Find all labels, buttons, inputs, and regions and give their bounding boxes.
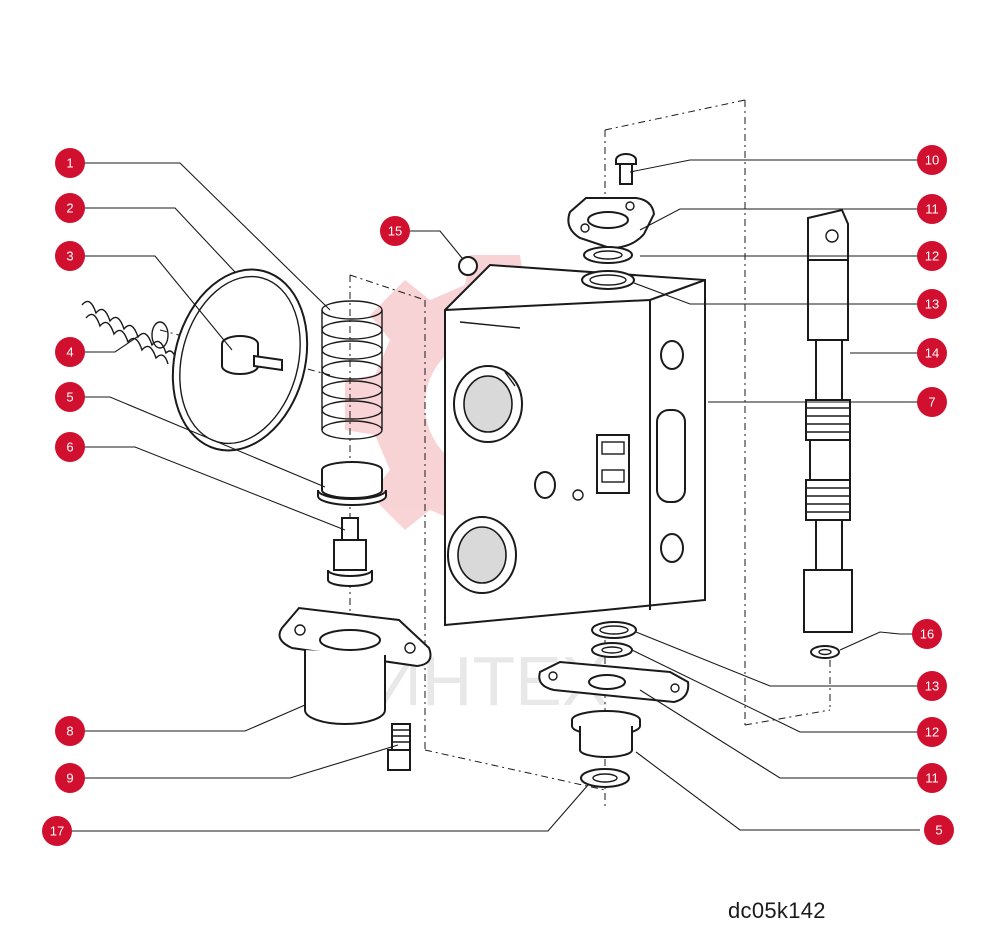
callout-marker bbox=[55, 241, 85, 271]
part-17-washer bbox=[580, 768, 630, 788]
callout-marker bbox=[917, 387, 947, 417]
callout-12: 12 bbox=[917, 241, 947, 271]
callout-8: 8 bbox=[55, 716, 85, 746]
callout-label: 13 bbox=[925, 297, 939, 312]
callout-marker bbox=[917, 763, 947, 793]
part-12-washer-upper bbox=[583, 246, 633, 264]
part-16-washer bbox=[810, 645, 840, 659]
callout-marker bbox=[917, 289, 947, 319]
part-6-valve-stem bbox=[327, 517, 373, 587]
part-13-o-ring-upper bbox=[581, 270, 635, 290]
callout-11: 11 bbox=[917, 194, 947, 224]
callout-17: 17 bbox=[42, 816, 72, 846]
callout-marker bbox=[55, 337, 85, 367]
callout-11: 11 bbox=[917, 763, 947, 793]
part-11-flange-plate-upper bbox=[567, 197, 656, 250]
callout-marker bbox=[55, 382, 85, 412]
part-10-screw bbox=[615, 153, 637, 185]
part-4-small-spring bbox=[81, 300, 177, 365]
callout-label: 11 bbox=[925, 202, 939, 217]
callout-label: 12 bbox=[925, 249, 939, 264]
drawing-number-caption: dc05k142 bbox=[728, 898, 826, 923]
callout-label: 6 bbox=[66, 440, 73, 455]
callout-label: 9 bbox=[66, 771, 73, 786]
callout-9: 9 bbox=[55, 763, 85, 793]
callout-marker bbox=[917, 241, 947, 271]
callout-4: 4 bbox=[55, 337, 85, 367]
callout-label: 12 bbox=[925, 725, 939, 740]
callout-label: 17 bbox=[50, 824, 64, 839]
callout-marker bbox=[380, 216, 410, 246]
callout-label: 3 bbox=[66, 249, 73, 264]
callout-marker bbox=[912, 619, 942, 649]
callout-13: 13 bbox=[917, 671, 947, 701]
part-11-flange-plate-lower bbox=[538, 660, 690, 704]
callout-label: 16 bbox=[920, 627, 934, 642]
callout-label: 14 bbox=[925, 346, 939, 361]
callout-marker bbox=[55, 716, 85, 746]
callout-label: 10 bbox=[925, 153, 939, 168]
part-9-screw bbox=[387, 723, 411, 771]
callout-2: 2 bbox=[55, 193, 85, 223]
callout-label: 1 bbox=[66, 156, 73, 171]
part-8-flanged-cover bbox=[278, 606, 432, 725]
callout-6: 6 bbox=[55, 432, 85, 462]
callout-label: 5 bbox=[935, 823, 942, 838]
callout-marker bbox=[917, 717, 947, 747]
callout-12: 12 bbox=[917, 717, 947, 747]
leader-lines bbox=[70, 159, 920, 832]
callout-marker bbox=[42, 816, 72, 846]
part-3-plunger bbox=[221, 335, 283, 375]
part-15-ball bbox=[458, 256, 478, 276]
part-13-o-ring-lower bbox=[591, 621, 637, 639]
callout-label: 15 bbox=[388, 224, 402, 239]
callout-marker bbox=[924, 815, 954, 845]
callout-label: 4 bbox=[66, 345, 73, 360]
callout-label: 13 bbox=[925, 679, 939, 694]
part-1-large-spring bbox=[321, 300, 383, 440]
part-7-valve-body bbox=[444, 263, 706, 627]
part-12-washer-lower bbox=[591, 642, 633, 658]
callout-1: 1 bbox=[55, 148, 85, 178]
callout-marker bbox=[917, 194, 947, 224]
part-5-bushing-lower bbox=[571, 710, 641, 758]
callout-15: 15 bbox=[380, 216, 410, 246]
callout-5: 5 bbox=[924, 815, 954, 845]
callout-label: 2 bbox=[66, 201, 73, 216]
callout-label: 7 bbox=[928, 395, 935, 410]
callout-3: 3 bbox=[55, 241, 85, 271]
callout-marker bbox=[917, 338, 947, 368]
callout-marker bbox=[917, 145, 947, 175]
callout-marker bbox=[917, 671, 947, 701]
callout-14: 14 bbox=[917, 338, 947, 368]
callout-7: 7 bbox=[917, 387, 947, 417]
part-5-bushing-upper bbox=[317, 461, 387, 506]
callout-marker bbox=[55, 432, 85, 462]
callout-marker bbox=[55, 763, 85, 793]
callout-label: 8 bbox=[66, 724, 73, 739]
callout-10: 10 bbox=[917, 145, 947, 175]
callout-label: 11 bbox=[925, 771, 939, 786]
callout-16: 16 bbox=[912, 619, 942, 649]
part-14-spool bbox=[803, 208, 853, 633]
callout-13: 13 bbox=[917, 289, 947, 319]
callout-marker bbox=[55, 193, 85, 223]
callout-label: 5 bbox=[66, 390, 73, 405]
callout-marker bbox=[55, 148, 85, 178]
callout-5: 5 bbox=[55, 382, 85, 412]
